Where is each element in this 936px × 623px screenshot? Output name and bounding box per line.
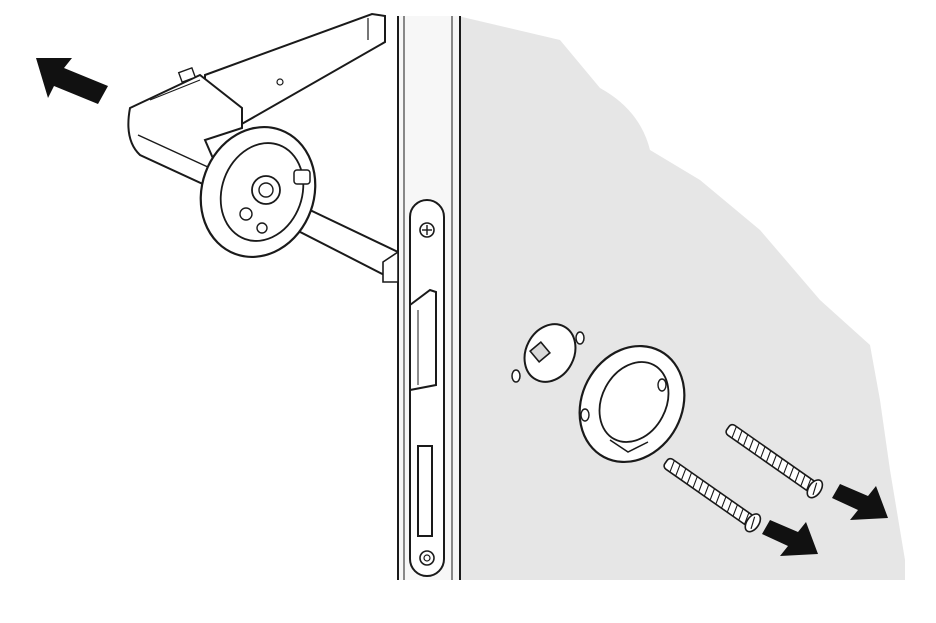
mounting-screw-2 — [663, 457, 762, 533]
screw-thread — [680, 468, 687, 481]
spindle-hole — [511, 323, 585, 383]
screw-thread — [731, 426, 737, 439]
screw-thread — [800, 474, 806, 487]
screw-thread — [709, 488, 716, 501]
screw-remove-arrow-2 — [762, 520, 818, 556]
screw-thread — [721, 496, 727, 509]
handle-pull-arrow — [36, 58, 108, 104]
screw-thread — [805, 478, 812, 491]
screw-thread — [669, 460, 675, 473]
screw-thread — [686, 472, 693, 485]
latch-bolt — [409, 288, 437, 392]
screw-thread — [675, 464, 681, 477]
screw-thread — [754, 442, 760, 455]
screw-remove-arrow-1 — [832, 484, 888, 520]
strike-slot — [417, 445, 433, 537]
screw-thread — [692, 476, 698, 489]
back-rosette — [578, 344, 686, 464]
screw-thread — [743, 512, 750, 525]
screw-thread — [698, 480, 704, 493]
screw-thread — [703, 484, 710, 497]
handle-rosette — [199, 125, 317, 259]
lever-handle — [127, 12, 386, 187]
screw-thread — [726, 500, 733, 513]
screw-thread — [742, 434, 749, 447]
screw-thread — [777, 458, 783, 471]
screw-thread — [794, 470, 800, 483]
screw-thread — [732, 504, 738, 517]
screw-thread — [760, 446, 766, 459]
screw-thread — [765, 450, 772, 463]
mounting-screw-1 — [725, 423, 824, 499]
screw-thread — [748, 438, 755, 451]
screw-thread — [783, 462, 789, 475]
screw-thread — [788, 466, 795, 479]
door-face — [458, 16, 905, 580]
screw-thread — [737, 430, 743, 443]
screw-thread — [771, 454, 778, 467]
screw-thread — [715, 492, 721, 505]
screw-thread — [738, 508, 744, 521]
